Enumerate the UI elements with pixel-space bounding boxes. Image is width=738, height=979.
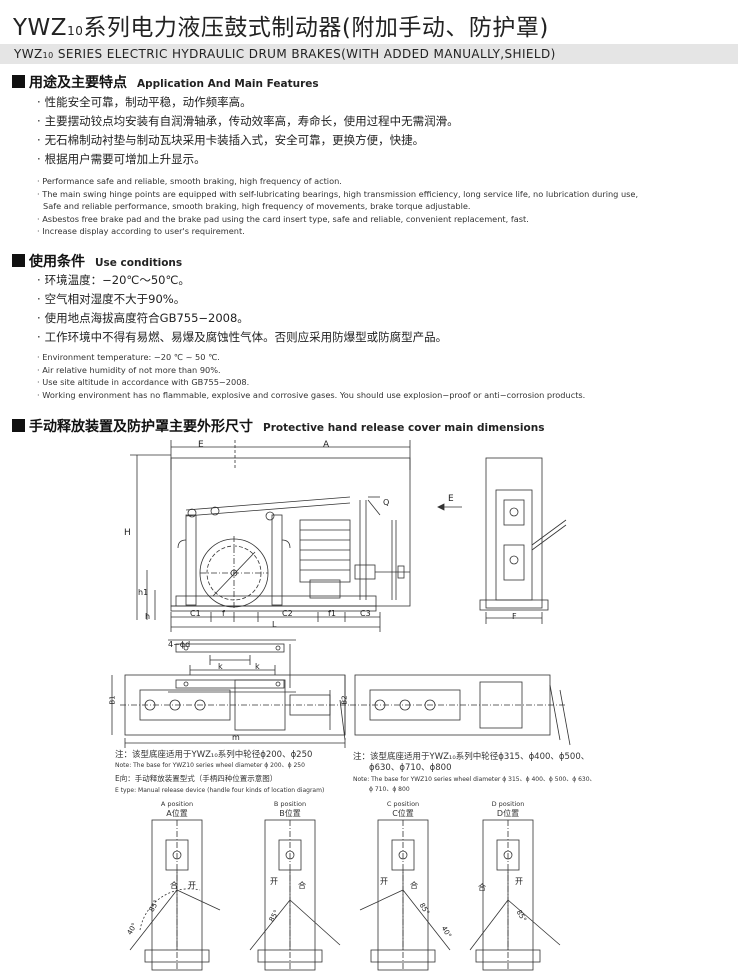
list-item: · Increase display according to user's r…: [37, 226, 245, 236]
position-c-cn: C位置: [392, 809, 414, 818]
list-item: · Performance safe and reliable, smooth …: [37, 176, 342, 186]
top-view-left: [111, 674, 350, 748]
page-title-en: YWZ10 SERIES ELECTRIC HYDRAULIC DRUM BRA…: [14, 47, 556, 61]
section-square-icon: [12, 75, 25, 88]
etype-en: E type: Manual release device (handle fo…: [115, 787, 325, 794]
list-item: 使用地点海拔高度符合GB755−2008。: [37, 309, 447, 328]
position-d-close: 合: [478, 883, 486, 892]
dim-label-H: H: [124, 528, 131, 538]
dim-label-h1: h1: [138, 588, 149, 597]
note-right-en2: ϕ 710、ϕ 800: [369, 786, 410, 793]
position-c-close: 合: [410, 881, 418, 890]
list-item: · Working environment has no flammable, …: [37, 389, 586, 400]
dim-label-f1: f1: [328, 609, 336, 618]
position-b-open: 开: [270, 877, 278, 886]
position-c-en: C position: [386, 800, 420, 808]
dim-label-phi-d: 4−ϕd: [168, 640, 191, 649]
position-a-open: 开: [188, 881, 196, 890]
dim-label-h: h: [145, 612, 151, 621]
position-d-open: 开: [515, 877, 523, 886]
list-item: 工作环境中不得有易燃、易爆及腐蚀性气体。否则应采用防爆型或防腐型产品。: [37, 328, 448, 347]
note-left-cn: 注：该型底座适用于YWZ₁₀系列中轮径ϕ200、ϕ250: [115, 750, 313, 760]
dim-label-k2: k: [255, 662, 260, 671]
list-item: · Air relative humidity of not more than…: [37, 364, 221, 375]
dim-label-Q: Q: [383, 498, 390, 507]
features-heading: 用途及主要特点 Application And Main Features: [12, 72, 319, 92]
dim-label-L: L: [272, 620, 277, 629]
dim-label-F: F: [512, 612, 517, 621]
dim-label-C1: C1: [190, 609, 201, 618]
top-view-right: [344, 674, 571, 746]
list-item: · The main swing hinge points are equipp…: [37, 188, 639, 199]
list-item: 根据用户需要可增加上升显示。: [37, 150, 459, 169]
position-a-en: A position: [160, 800, 194, 808]
list-item: · Environment temperature: −20 ℃ ~ 50 ℃.: [37, 352, 220, 362]
position-d-en: D position: [491, 800, 525, 808]
dim-label-k: k: [218, 662, 223, 671]
side-view: [479, 457, 567, 624]
conditions-heading: 使用条件 Use conditions: [12, 251, 182, 271]
page-title-cn: YWZ10系列电力液压鼓式制动器(附加手动、防护罩): [13, 15, 549, 41]
section-square-icon: [12, 254, 25, 267]
list-item: · Use site altitude in accordance with G…: [37, 377, 250, 387]
list-item: 性能安全可靠，制动平稳，动作频率高。: [37, 93, 459, 112]
dim-label-B2: B2: [340, 695, 349, 705]
note-right-cn2: ϕ630、ϕ710、ϕ800: [369, 763, 452, 773]
dim-label-C2: C2: [282, 609, 293, 618]
position-b-close: 合: [298, 881, 306, 890]
position-b-en: B position: [273, 800, 307, 808]
etype-cn: E向：手动释放装置型式（手柄四种位置示意图）: [115, 774, 278, 783]
dimensions-heading: 手动释放装置及防护罩主要外形尺寸 Protective hand release…: [12, 416, 544, 436]
position-a-close: 合: [170, 881, 178, 890]
note-left-en: Note: The base for YWZ10 series wheel di…: [115, 762, 305, 769]
position-d-cn: D位置: [496, 809, 520, 818]
front-view: [130, 440, 462, 632]
list-item: 空气相对湿度不大于90%。: [37, 290, 447, 309]
title-bar: [0, 44, 738, 64]
features-list-cn: 性能安全可靠，制动平稳，动作频率高。 主要摆动铰点均安装有自润滑轴承，传动效率高…: [37, 93, 459, 169]
conditions-list-en: · Environment temperature: −20 ℃ ~ 50 ℃.…: [37, 351, 585, 401]
position-c-open: 开: [380, 877, 388, 886]
list-item: 环境温度：−20℃～50℃。: [37, 271, 447, 290]
position-diagrams: [129, 819, 561, 971]
dim-label-f: f: [222, 609, 225, 618]
note-right-en: Note: The base for YWZ10 series wheel di…: [353, 776, 596, 783]
dim-label-A: A: [323, 440, 330, 450]
conditions-list-cn: 环境温度：−20℃～50℃。 空气相对湿度不大于90%。 使用地点海拔高度符合G…: [37, 271, 448, 347]
dim-label-E: E: [198, 440, 204, 450]
list-item: Safe and reliable performance, smooth br…: [43, 201, 471, 211]
dim-label-B1: B1: [108, 695, 117, 705]
note-right-cn: 注：该型底座适用于YWZ₁₀系列中轮径ϕ315、ϕ400、ϕ500、: [353, 752, 590, 762]
features-list-en: · Performance safe and reliable, smooth …: [37, 175, 638, 238]
list-item: 主要摆动铰点均安装有自润滑轴承，传动效率高，寿命长，使用过程中无需润滑。: [37, 112, 459, 131]
section-square-icon: [12, 419, 25, 432]
position-a-cn: A位置: [166, 809, 188, 818]
position-b-cn: B位置: [279, 809, 301, 818]
dim-label-C3: C3: [360, 609, 371, 618]
dim-label-m: m: [232, 733, 240, 742]
plan-view-left: [168, 639, 296, 693]
list-item: 无石棉制动衬垫与制动瓦块采用卡装插入式，安全可靠，更换方便，快捷。: [37, 131, 459, 150]
dim-label-E-arrow: E: [448, 494, 454, 504]
list-item: · Asbestos free brake pad and the brake …: [37, 213, 529, 224]
